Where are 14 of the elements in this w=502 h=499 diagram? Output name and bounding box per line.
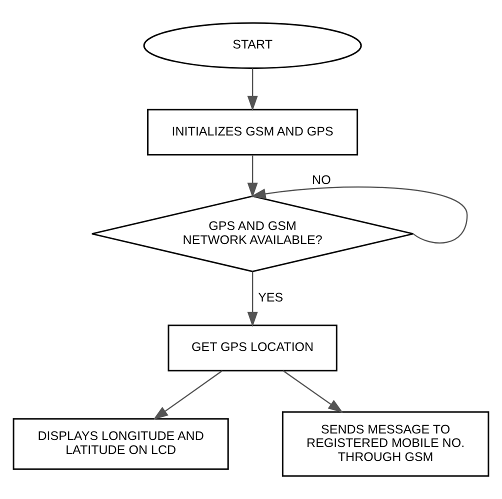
- edge-label: NO: [312, 172, 331, 187]
- node-diamond: GPS AND GSM NETWORK AVAILABLE?: [91, 195, 414, 272]
- node-box: SENDS MESSAGE TO REGISTERED MOBILE NO. THROUGH GSM: [282, 411, 490, 477]
- arrow: [247, 68, 258, 111]
- node-box: INITIALIZES GSM AND GPS: [147, 108, 358, 156]
- edge-label: YES: [258, 290, 284, 305]
- arrow: [153, 370, 223, 420]
- arrow: [282, 370, 344, 413]
- arrow: [247, 154, 258, 198]
- arrow: [247, 272, 258, 327]
- arrow: [250, 186, 468, 244]
- node-box: DISPLAYS LONGITUDE AND LATITUDE ON LCD: [12, 418, 229, 470]
- node-box: GET GPS LOCATION: [168, 324, 338, 372]
- node-ellipse: START: [143, 22, 362, 69]
